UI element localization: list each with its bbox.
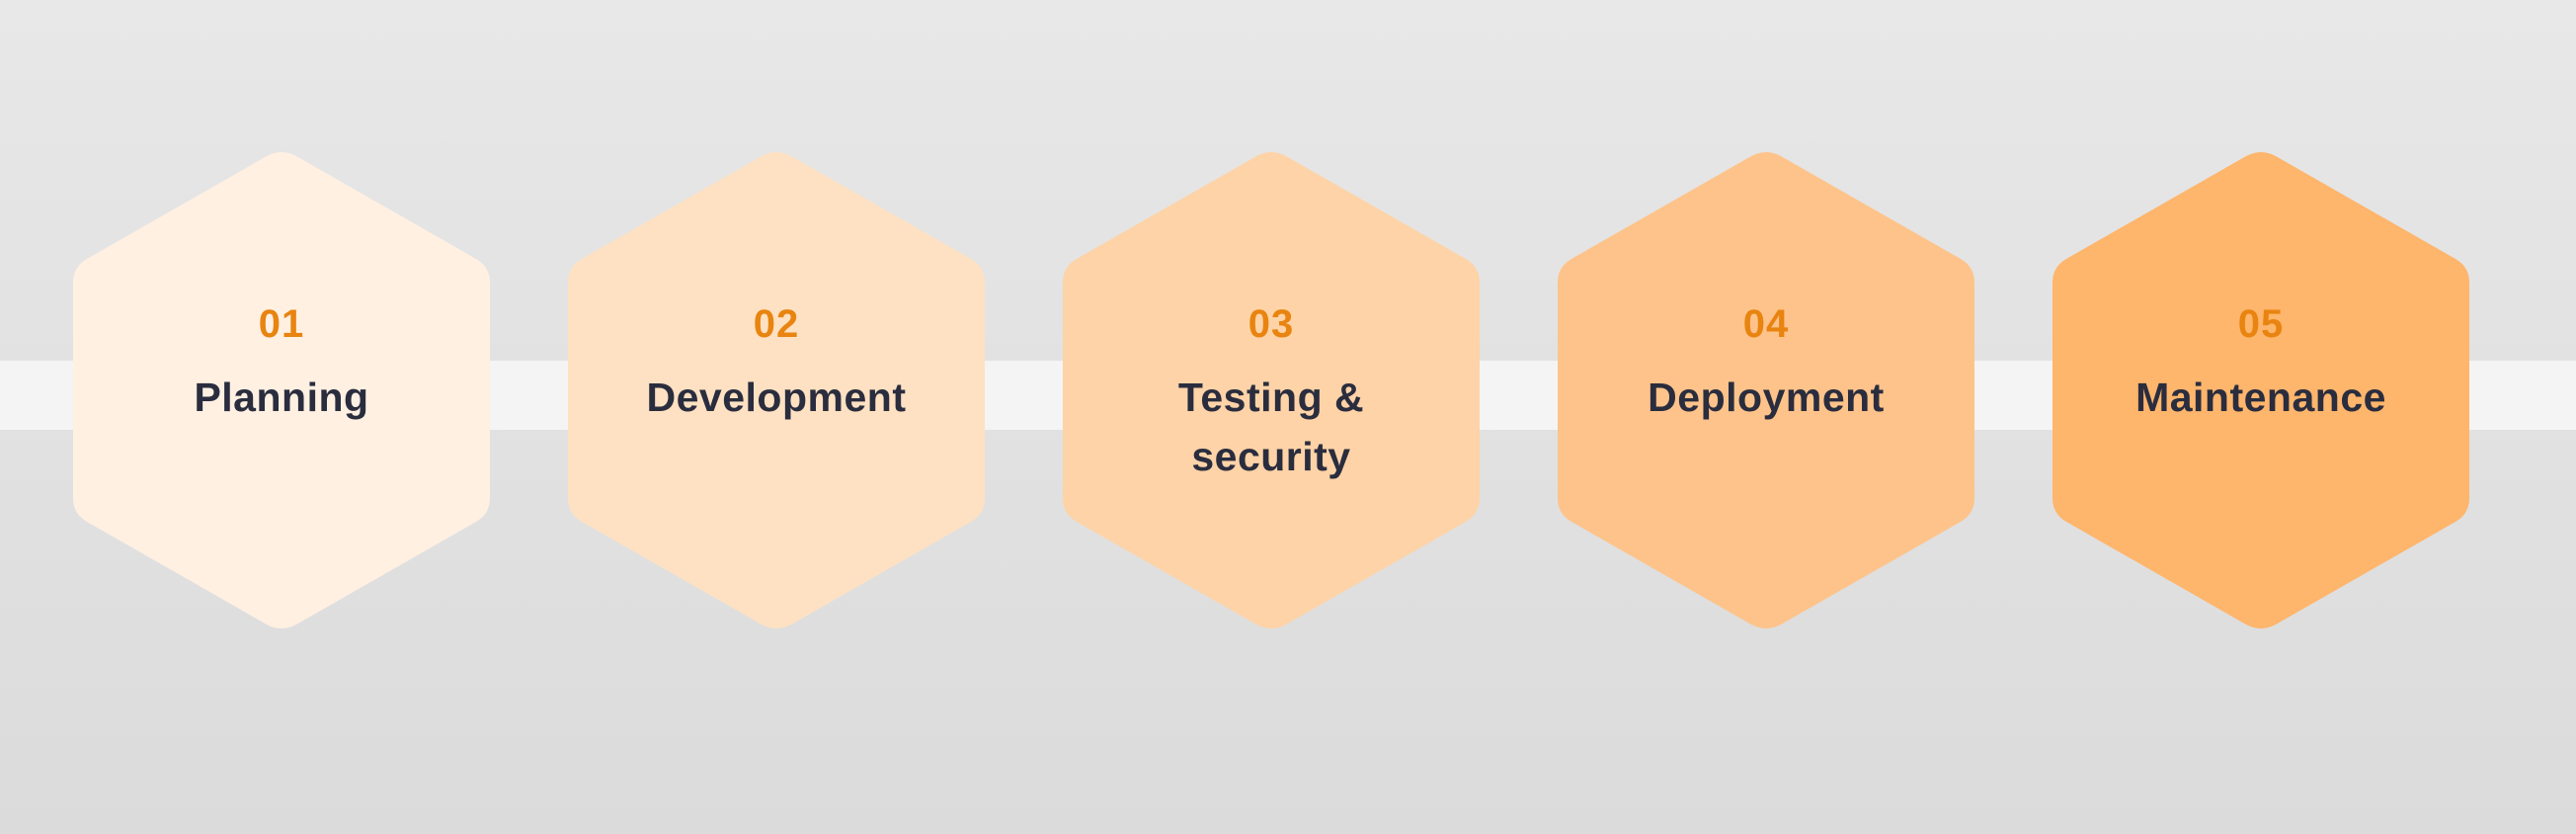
hexagon-shape: [568, 152, 985, 628]
step-hexagon-5: 05 Maintenance: [2053, 152, 2469, 628]
hexagon-shape: [1558, 152, 1974, 628]
step-label: Development: [646, 375, 907, 420]
step-hexagon-1: 01 Planning: [73, 152, 490, 628]
step-label: Planning: [194, 375, 369, 420]
hexagon-shape: [1063, 152, 1480, 628]
hexagon-shape: [2053, 152, 2469, 628]
hexagon-shape: [73, 152, 490, 628]
step-label: Maintenance: [2135, 375, 2386, 420]
step-hexagon-2: 02 Development: [568, 152, 985, 628]
step-number: 04: [1742, 302, 1790, 346]
step-hexagon-4: 04 Deployment: [1558, 152, 1974, 628]
step-number: 05: [2237, 302, 2285, 346]
step-label: Deployment: [1648, 375, 1885, 420]
step-number: 01: [258, 302, 305, 346]
step-hexagon-3: 03 Testing & security: [1063, 152, 1480, 628]
step-number: 03: [1248, 302, 1295, 346]
step-number: 02: [753, 302, 800, 346]
step-label: Testing & security: [1177, 375, 1365, 479]
